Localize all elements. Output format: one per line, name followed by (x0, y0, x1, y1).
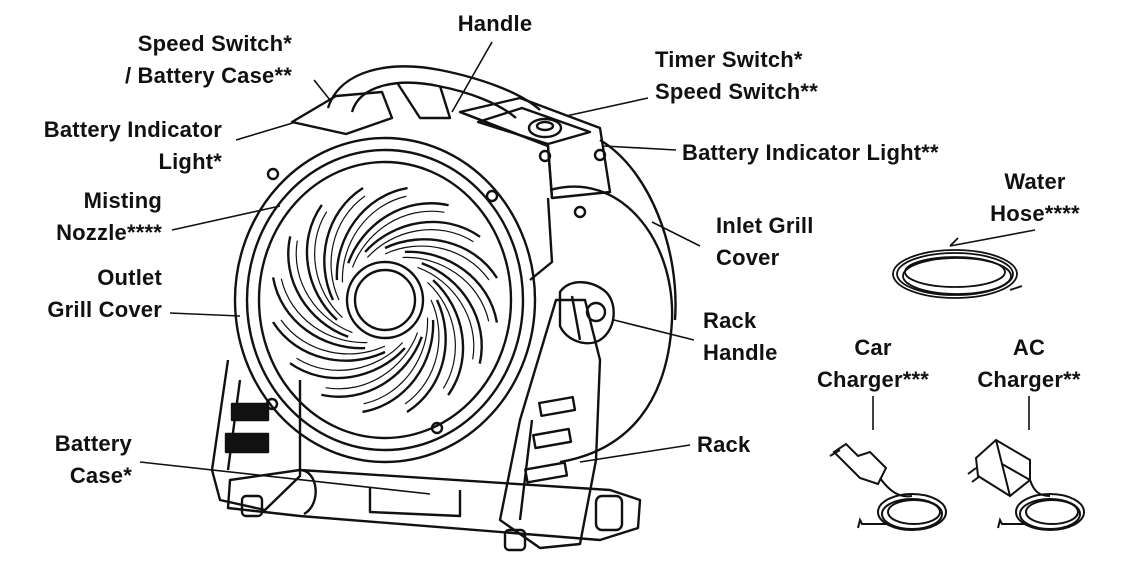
fan-body (233, 65, 677, 464)
label-ac-charger: AC Charger** (977, 335, 1081, 392)
outlet-grill-ring-outer (233, 136, 537, 464)
label-battery-indicator-light-right: Battery Indicator Light** (682, 140, 939, 165)
handle-shape (326, 65, 541, 120)
timer-switch-knob (527, 117, 563, 139)
label-water-hose: Water Hose**** (990, 169, 1080, 226)
label-rack: Rack (697, 432, 751, 457)
rack-handle-knob (558, 281, 615, 345)
label-timer-speed-switch: Timer Switch* Speed Switch** (655, 47, 818, 104)
label-inlet-grill-cover: Inlet Grill Cover (716, 213, 814, 270)
rack-shape (498, 298, 602, 550)
indicator-light (593, 148, 607, 162)
label-battery-indicator-light-left: Battery Indicator Light* (43, 117, 222, 174)
label-misting-nozzle: Misting Nozzle**** (56, 188, 162, 245)
leader-lines (139, 41, 1036, 495)
label-handle: Handle (457, 11, 533, 36)
water-hose-shape (892, 237, 1023, 299)
label-outlet-grill-cover: Outlet Grill Cover (47, 265, 162, 322)
label-rack-handle: Rack Handle (703, 308, 778, 365)
label-car-charger: Car Charger*** (816, 335, 930, 392)
label-speed-switch-battery-case: Speed Switch* / Battery Case** (124, 31, 292, 88)
ac-charger-shape (967, 438, 1085, 531)
fan-hub (345, 260, 425, 340)
inlet-grill-shape (549, 185, 674, 464)
speed-switch-case (290, 90, 394, 136)
car-charger-shape (829, 442, 947, 531)
label-battery-case: Battery Case* (54, 431, 132, 488)
fan-blades (257, 172, 513, 428)
